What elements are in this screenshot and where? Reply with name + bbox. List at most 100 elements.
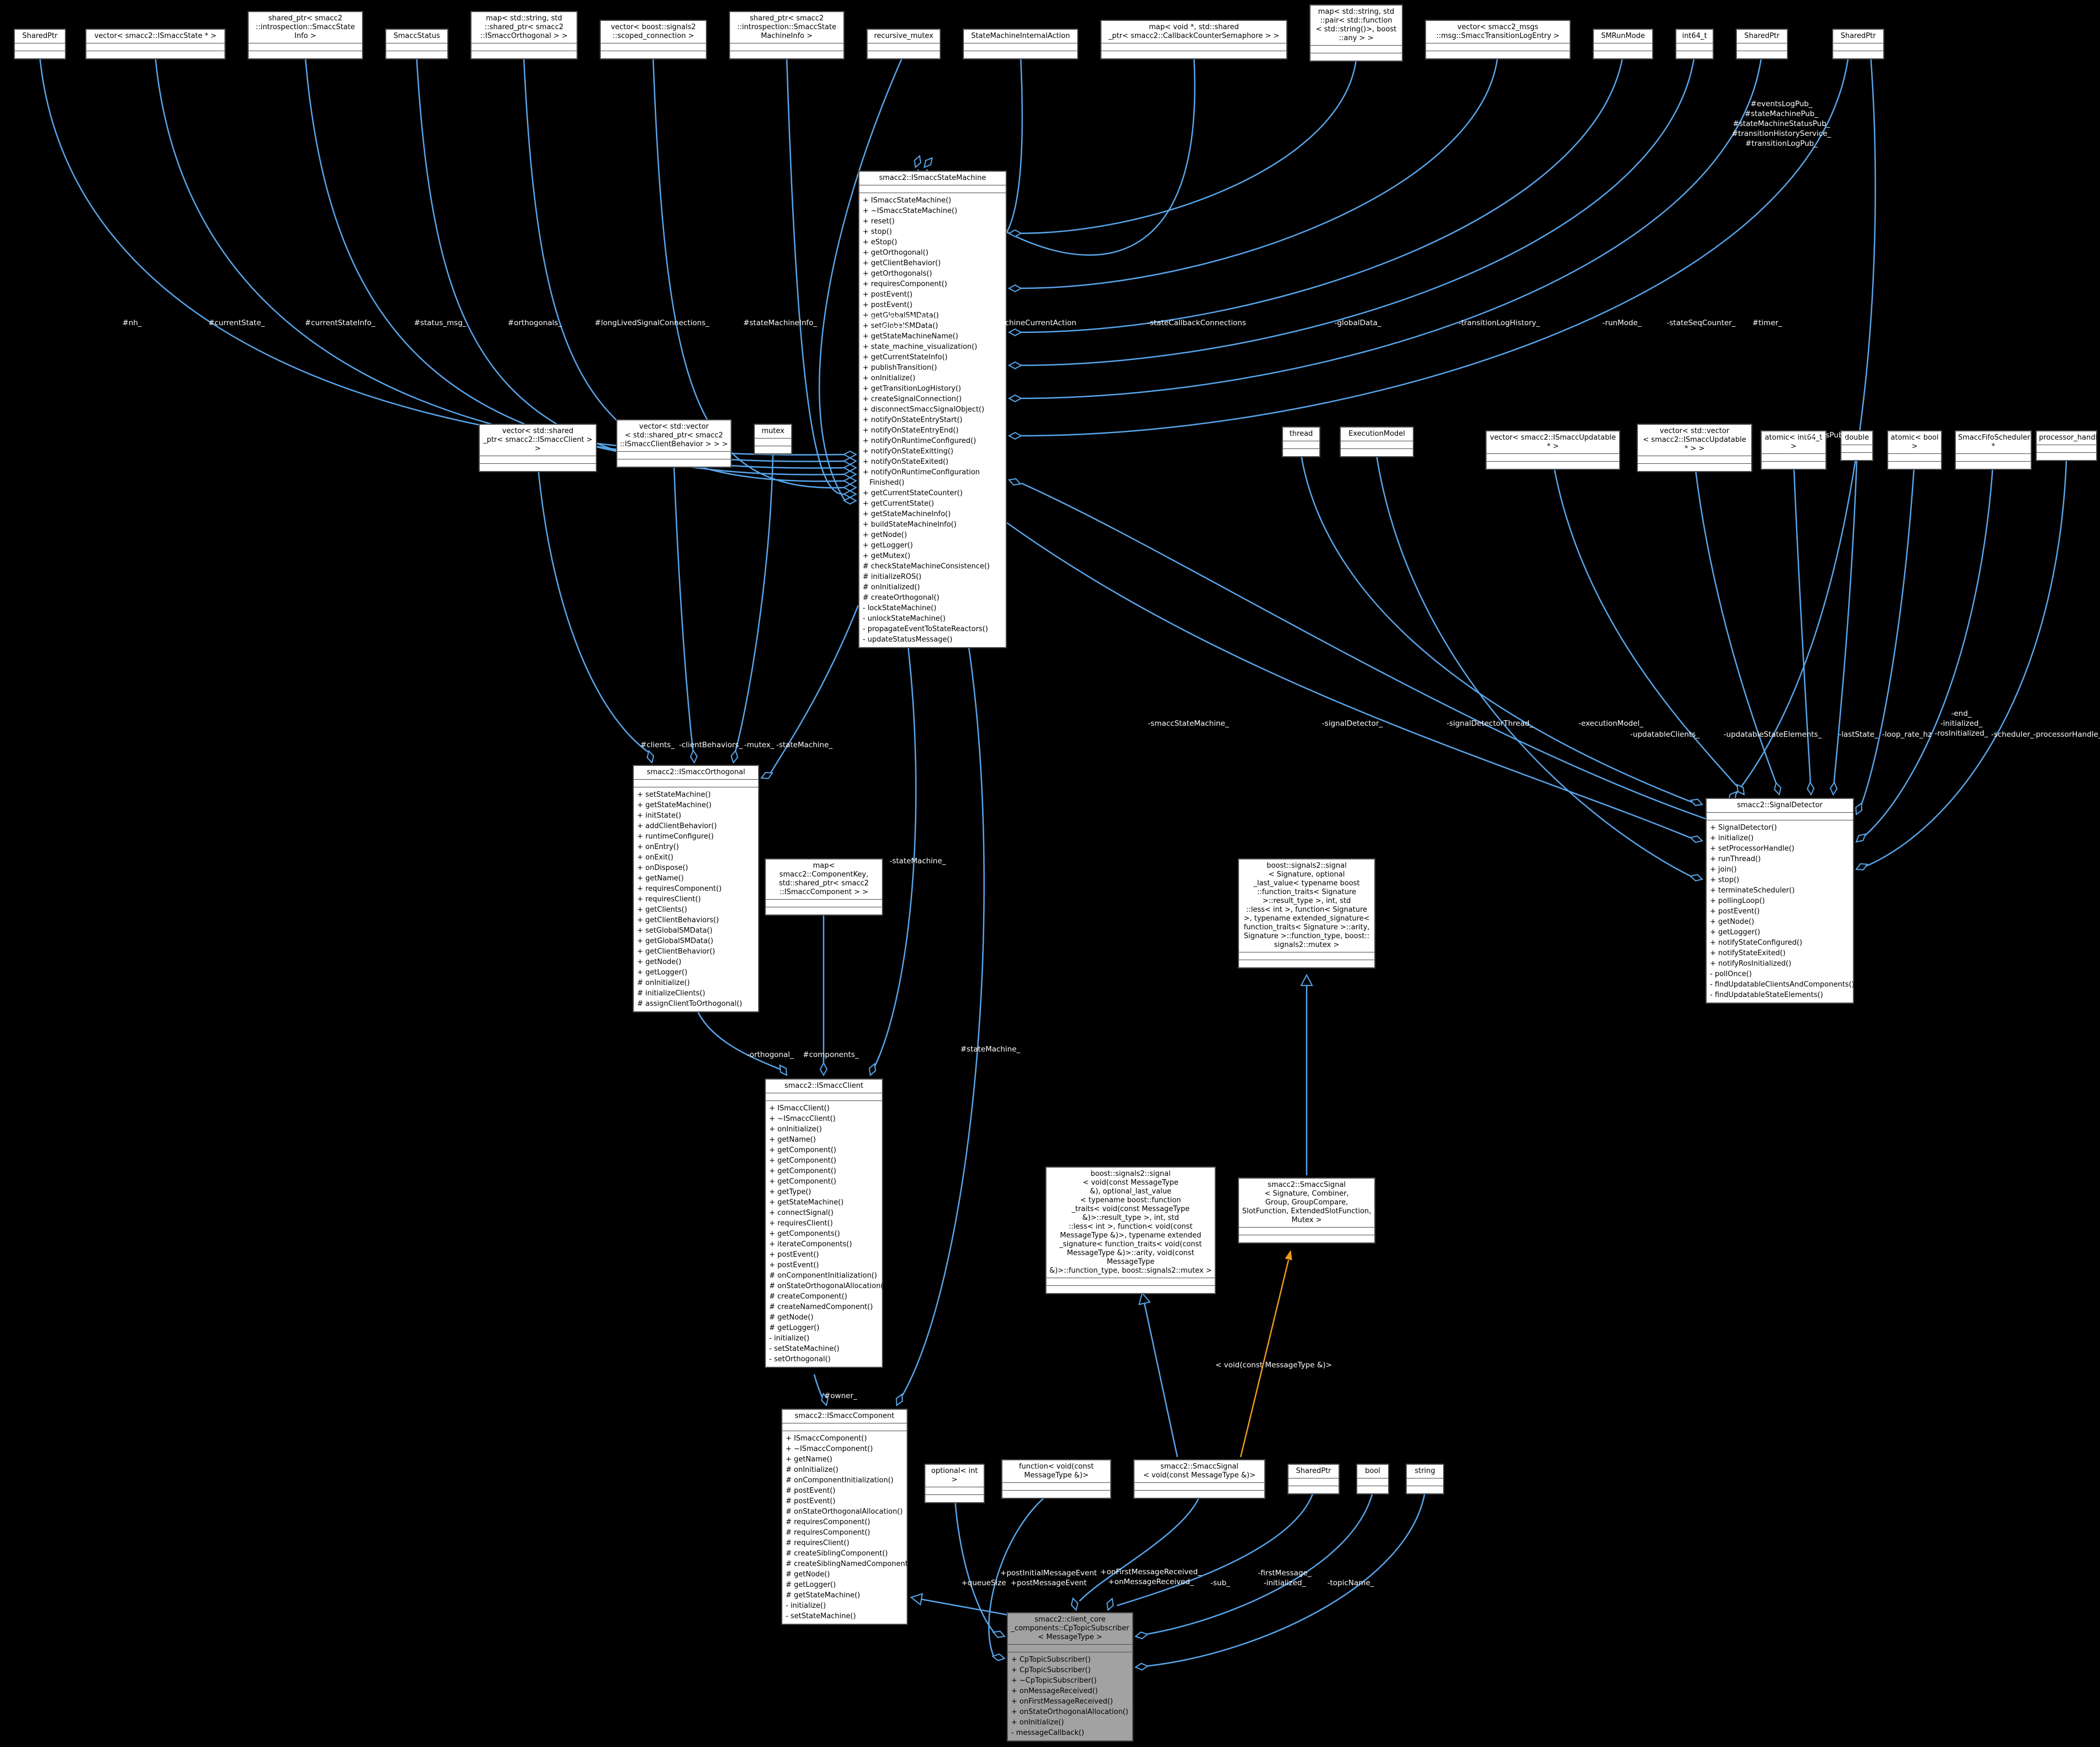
methods-compartment-empty <box>1311 53 1402 61</box>
class-title-line: < Signature, Combiner, <box>1264 1190 1349 1198</box>
member-edge <box>819 54 904 501</box>
class-box-sharedptr-publishers[interactable]: SharedPtr <box>1832 29 1884 59</box>
method-row: + getComponent() <box>769 1167 836 1175</box>
diamond-marker <box>1007 394 1023 403</box>
class-box-smacc-signal-messagetype[interactable]: smacc2::SmaccSignal< void(const MessageT… <box>1133 1459 1265 1499</box>
class-box-optional-int[interactable]: optional< int > <box>924 1464 985 1503</box>
class-box-map-component-key[interactable]: map< smacc2::ComponentKey,std::shared_pt… <box>765 858 883 916</box>
member-edge <box>919 1598 1012 1617</box>
class-title-line: ::pair< std::function <box>1320 17 1392 25</box>
class-title-line: ExecutionModel <box>1348 430 1405 438</box>
class-box-bool[interactable]: bool <box>1356 1464 1389 1494</box>
methods-compartment-empty <box>1046 1286 1215 1293</box>
class-box-ismacc-orthogonal[interactable]: smacc2::ISmaccOrthogonal+ setStateMachin… <box>633 765 759 1012</box>
diamond-marker <box>842 477 858 485</box>
class-box-ismacc-client[interactable]: smacc2::ISmaccClient+ ISmaccClient()+ ~I… <box>765 1078 886 1368</box>
class-box-vector-scoped-connection[interactable]: vector< boost::signals2::scoped_connecti… <box>600 20 707 59</box>
class-box-atomic-bool[interactable]: atomic< bool > <box>1887 430 1942 470</box>
class-box-map-orthogonals[interactable]: map< std::string, std::shared_ptr< smacc… <box>470 11 578 59</box>
class-box-map-globaldata[interactable]: map< std::string, std::pair< std::functi… <box>1309 4 1403 62</box>
class-box-int64-t[interactable]: int64_t <box>1675 29 1714 59</box>
method-row: + onStateOrthogonalAllocation() <box>1011 1708 1128 1716</box>
class-box-mutex[interactable]: mutex <box>754 424 792 454</box>
method-row: - setOrthogonal() <box>769 1355 831 1363</box>
class-box-ismacc-component[interactable]: smacc2::ISmaccComponent+ ISmaccComponent… <box>781 1409 913 1625</box>
method-row: + getComponent() <box>769 1178 836 1186</box>
method-row: + requiresClient() <box>769 1219 833 1228</box>
class-box-sharedptr-nh[interactable]: SharedPtr <box>14 29 66 59</box>
diamond-marker <box>760 771 774 779</box>
class-title-line: vector< smacc2_msgs <box>1457 23 1539 31</box>
class-box-map-callback-counter-semaphore[interactable]: map< void *, std::shared_ptr< smacc2::Ca… <box>1100 20 1287 59</box>
method-row: + iterateComponents() <box>769 1240 852 1248</box>
class-box-cp-topic-subscriber[interactable]: smacc2::client_core_components::CpTopicS… <box>1007 1612 1133 1741</box>
method-row: + requiresComponent() <box>637 885 722 893</box>
class-box-recursive-mutex[interactable]: recursive_mutex <box>867 29 941 59</box>
class-box-statemachine-internal-action[interactable]: StateMachineInternalAction <box>963 29 1078 59</box>
class-title-line: ::less< int >, function< Signature <box>1246 906 1368 914</box>
class-box-thread[interactable]: thread <box>1282 426 1320 457</box>
class-box-ismacc-state-machine[interactable]: smacc2::ISmaccStateMachine+ ISmaccStateM… <box>858 171 1007 648</box>
method-row: # assignClientToOrthogonal() <box>637 1000 742 1008</box>
class-box-signal-detector[interactable]: smacc2::SignalDetector+ SignalDetector()… <box>1706 798 1855 1004</box>
diamond-marker <box>991 1653 1006 1662</box>
class-box-vector-clients[interactable]: vector< std::shared_ptr< smacc2::ISmaccC… <box>479 424 597 472</box>
class-box-sharedptr-sub[interactable]: SharedPtr <box>1287 1464 1340 1494</box>
method-row: + postEvent() <box>863 301 913 309</box>
class-title-mutex: mutex <box>755 425 791 439</box>
class-box-sharedptr-statemachineinfo[interactable]: shared_ptr< smacc2::introspection::Smacc… <box>729 11 845 59</box>
method-row: + ~CpTopicSubscriber() <box>1011 1677 1097 1685</box>
attributes-compartment <box>1341 441 1413 449</box>
class-title-line: Mutex > <box>1291 1216 1322 1224</box>
class-box-smacc-fifo-scheduler[interactable]: SmaccFifoScheduler * <box>1955 430 2032 470</box>
edge-label-line: -m_mutex_ <box>877 323 919 332</box>
class-box-string[interactable]: string <box>1406 1464 1444 1494</box>
class-box-smrunmode[interactable]: SMRunMode <box>1593 29 1653 59</box>
class-box-vector-updatable[interactable]: vector< smacc2::ISmaccUpdatable * > <box>1485 430 1620 470</box>
methods-compartment-empty <box>1239 960 1374 967</box>
class-box-vector-ismaccstate[interactable]: vector< smacc2::ISmaccState * > <box>85 29 226 59</box>
diamond-marker <box>923 157 933 168</box>
method-row: # onInitialize() <box>637 979 690 987</box>
class-box-processor-handle[interactable]: processor_handle <box>2036 430 2100 461</box>
edge-label: -end_-initialized_-rosInitialized_ <box>1934 709 1988 738</box>
class-title-line: ::ISmaccOrthogonal > > <box>480 32 568 40</box>
edge-label-line: -stateMachineCurrentAction <box>972 319 1077 327</box>
class-box-vector-transition-log[interactable]: vector< smacc2_msgs::msg::SmaccTransitio… <box>1425 20 1571 59</box>
class-box-smacc-signal-template[interactable]: smacc2::SmaccSignal< Signature, Combiner… <box>1238 1178 1375 1244</box>
class-box-vector-vector-updatable[interactable]: vector< std::vector< smacc2::ISmaccUpdat… <box>1637 424 1752 472</box>
class-box-signal-signature[interactable]: boost::signals2::signal< Signature, opti… <box>1238 858 1375 968</box>
class-box-double[interactable]: double <box>1840 430 1873 461</box>
member-edge <box>1143 1302 1178 1458</box>
edge-label: -lastState_ <box>1839 730 1878 740</box>
class-title-line: Info > <box>294 32 316 40</box>
class-title-line: smacc2::SmaccSignal <box>1160 1463 1238 1471</box>
diamond-marker <box>1134 1662 1149 1671</box>
edge-label: -eventQueueMutex_-m_mutex_ <box>860 313 935 332</box>
attributes-compartment <box>782 1423 907 1431</box>
class-box-signal-messagetype[interactable]: boost::signals2::signal< void(const Mess… <box>1045 1167 1216 1294</box>
class-title-smacc-signal-messagetype: smacc2::SmaccSignal< void(const MessageT… <box>1134 1460 1264 1483</box>
edge-label: +queueSize <box>961 1578 1006 1588</box>
methods-compartment-empty <box>766 907 882 914</box>
edge-label: -topicName_ <box>1328 1578 1374 1588</box>
attributes-compartment <box>1676 43 1713 51</box>
method-row: # onComponentInitialization() <box>769 1272 878 1280</box>
edge-label-line: #transitionHistoryService_ <box>1731 129 1832 138</box>
edge-label: -stateMachineCurrentAction <box>973 318 1077 328</box>
class-box-sharedptr-stateinfo[interactable]: shared_ptr< smacc2::introspection::Smacc… <box>248 11 363 59</box>
edge-label: -transitionLogHistory_ <box>1459 318 1540 328</box>
methods-compartment-empty <box>86 51 224 58</box>
class-box-vector-client-behaviors[interactable]: vector< std::vector< std::shared_ptr< sm… <box>616 419 732 468</box>
class-box-atomic-int64[interactable]: atomic< int64_t > <box>1761 430 1827 470</box>
attributes-compartment <box>1288 1478 1339 1486</box>
class-box-sharedptr-timer[interactable]: SharedPtr <box>1736 29 1788 59</box>
class-box-smaccstatus[interactable]: SmaccStatus <box>385 29 448 59</box>
class-box-execution-model[interactable]: ExecutionModel <box>1340 426 1414 457</box>
method-row: + createSignalConnection() <box>863 395 962 403</box>
method-row: # requiresClient() <box>786 1539 849 1547</box>
diamond-marker <box>869 1063 876 1076</box>
class-title-string: string <box>1407 1465 1443 1478</box>
